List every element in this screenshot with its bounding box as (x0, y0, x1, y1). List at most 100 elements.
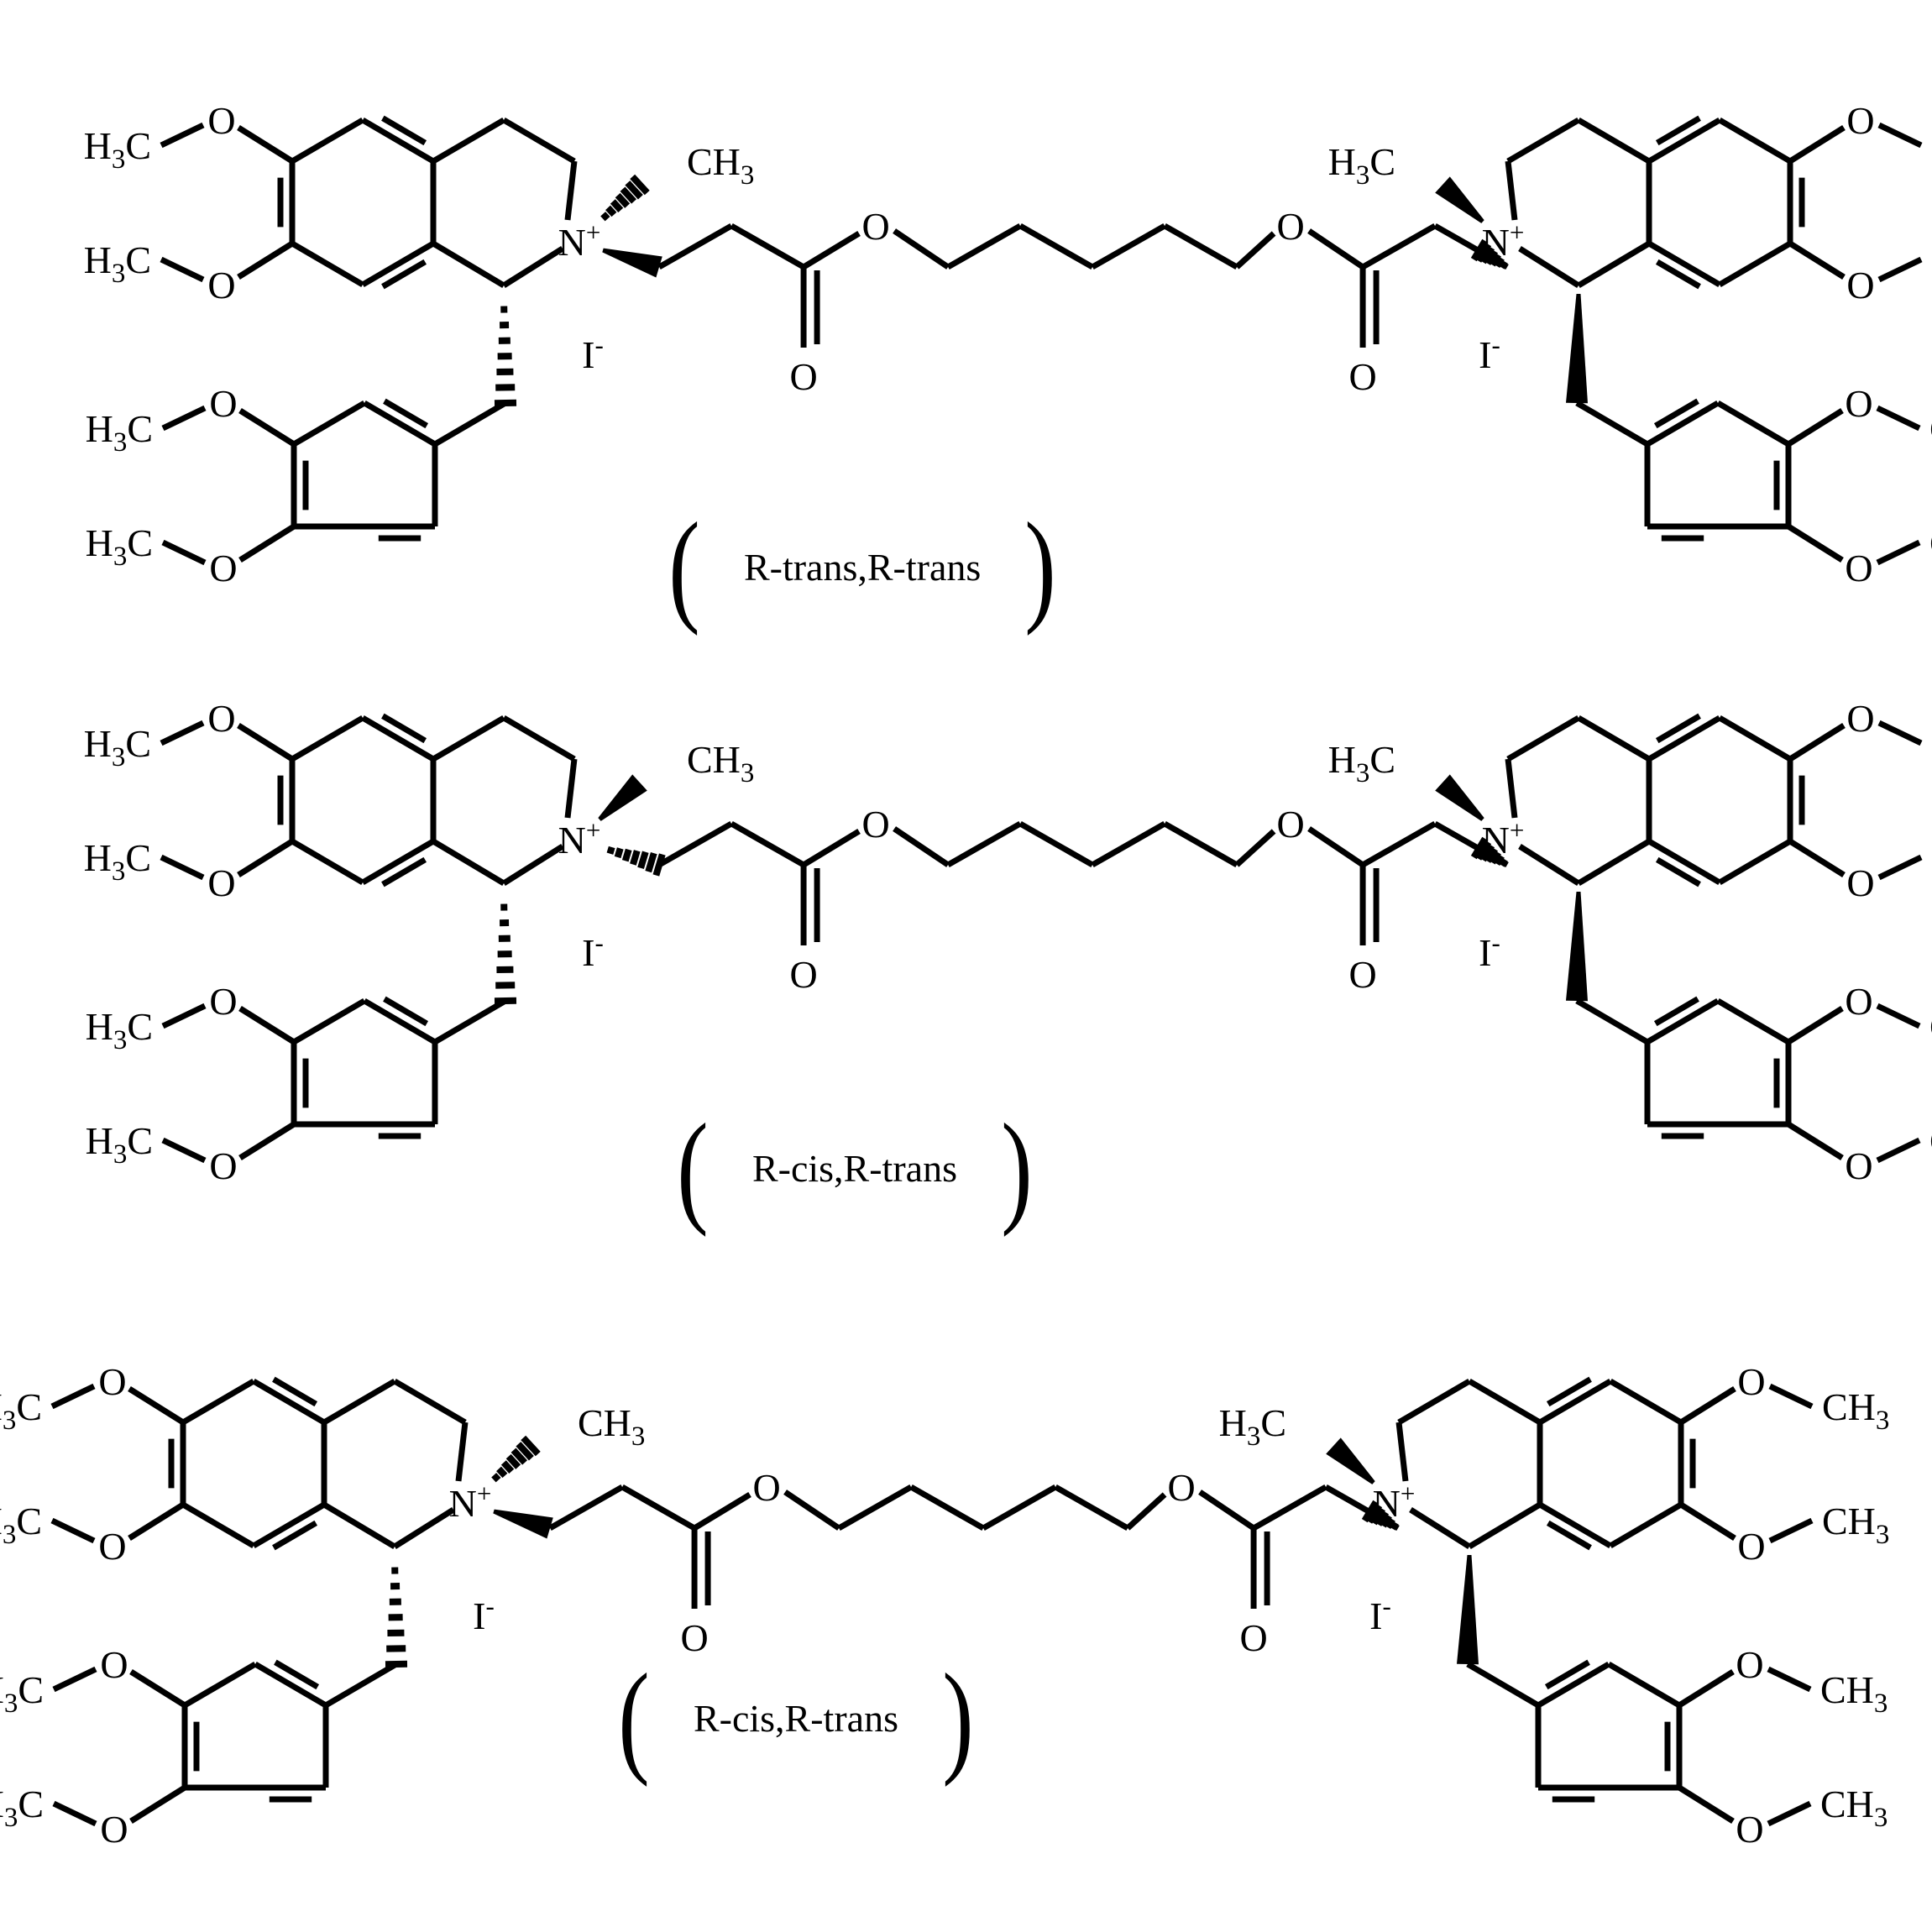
bond-line (982, 1484, 1057, 1531)
bond-line (183, 1661, 257, 1709)
ester-oxygen: O (1276, 803, 1304, 846)
bond-line (291, 117, 364, 165)
open-paren: ( (668, 497, 700, 636)
bond-line (432, 117, 505, 165)
bond-line (1518, 246, 1580, 288)
bond-line (620, 1484, 696, 1531)
hashed-bond (494, 306, 517, 407)
n-methyl-label: H3C (1219, 1401, 1286, 1452)
bond-line (1655, 259, 1701, 290)
bond-line (1091, 223, 1166, 270)
bond-line (292, 400, 366, 448)
bond-line (1788, 839, 1846, 877)
bond-line (730, 820, 805, 868)
bond-line (1877, 256, 1923, 283)
methoxy-oxygen: O (1736, 1808, 1763, 1851)
bond-line (1518, 844, 1580, 886)
bond-line (502, 844, 564, 886)
methoxy-oxygen: O (207, 697, 235, 740)
bond-line (946, 223, 1022, 270)
bond-line (291, 715, 364, 762)
wedge-bond (1457, 1554, 1479, 1665)
close-paren: ) (1001, 1098, 1033, 1238)
carbonyl-oxygen: O (1348, 355, 1376, 398)
bond-line (909, 1484, 985, 1531)
bond-line (1876, 405, 1921, 432)
methoxy-methyl: H3C (86, 407, 153, 458)
bond-line (1768, 1383, 1814, 1410)
methoxy-oxygen: O (207, 264, 235, 306)
bond-line (1395, 1422, 1409, 1482)
bond-line (361, 715, 435, 762)
methoxy-oxygen: O (1846, 264, 1874, 306)
wedge-bond (1435, 176, 1484, 223)
bond-line (1397, 1378, 1471, 1426)
wedge-bond (602, 248, 662, 278)
bond-line (1466, 1661, 1540, 1709)
bond-line (238, 408, 296, 447)
wedge-bond (1435, 774, 1484, 821)
bond-line (237, 723, 294, 762)
methoxy-methyl: CH3 (1820, 1783, 1887, 1833)
bond-line (1537, 1661, 1610, 1709)
bond-line (1655, 115, 1701, 146)
bond-line (381, 713, 427, 744)
bond-line (393, 1507, 455, 1549)
methoxy-oxygen: O (1736, 1643, 1763, 1686)
stereo-descriptor-text: R-cis,R-trans (751, 1147, 957, 1190)
methoxy-oxygen: O (1846, 99, 1874, 142)
bond-line (1234, 231, 1276, 270)
methoxy-oxygen: O (209, 547, 237, 589)
bond-line (1538, 1501, 1612, 1549)
bond-line (1655, 856, 1701, 887)
bond-line (237, 125, 294, 164)
bond-line (893, 826, 950, 867)
n-methyl-label: CH3 (687, 140, 754, 191)
structure-2-stereo-label: (R-cis,R-trans) (672, 1098, 1038, 1238)
bond-line (1198, 1490, 1256, 1531)
bond-line (1767, 1666, 1812, 1693)
bond-line (1544, 1659, 1590, 1690)
hashed-bond (606, 846, 666, 877)
bond-line (238, 524, 296, 563)
bond-line (1876, 1137, 1921, 1164)
quaternary-nitrogen: N+ (558, 815, 601, 861)
bond-line (1716, 400, 1790, 448)
bond-line (455, 1422, 469, 1482)
methoxy-methyl: H3C (84, 836, 151, 887)
close-paren: ) (1024, 497, 1057, 636)
bond-line (1577, 117, 1651, 165)
bond-line (361, 240, 435, 288)
bond-line (160, 854, 205, 881)
bond-line (381, 259, 427, 290)
carbonyl-oxygen: O (1239, 1616, 1267, 1659)
bond-line (1718, 838, 1792, 886)
methoxy-methyl: H3C (84, 124, 151, 175)
bond-line (657, 223, 733, 270)
hashed-bond (385, 1567, 408, 1668)
bond-line (502, 117, 576, 165)
bond-line (383, 398, 429, 429)
methoxy-methyl: CH3 (1820, 1668, 1887, 1719)
bond-line (363, 400, 437, 448)
stereo-descriptor-text: R-trans,R-trans (743, 546, 982, 589)
methoxy-oxygen: O (1845, 547, 1872, 589)
bond-line (946, 820, 1022, 868)
bond-line (1788, 241, 1846, 280)
bond-line (160, 256, 205, 283)
hashed-bond (1361, 1500, 1399, 1531)
methoxy-oxygen: O (100, 1808, 128, 1851)
bond-line (1716, 997, 1790, 1045)
bond-line (1577, 240, 1651, 289)
methoxy-oxygen: O (1737, 1525, 1765, 1568)
bond-line (1433, 820, 1509, 868)
iodide-counterion: I- (1479, 928, 1500, 974)
bond-line (383, 996, 429, 1027)
bond-line (160, 720, 205, 746)
ester-oxygen: O (1276, 205, 1304, 248)
wedge-bond (1566, 293, 1588, 404)
ester-oxygen: O (861, 803, 889, 846)
bond-line (1718, 117, 1792, 165)
methoxy-oxygen: O (1846, 861, 1874, 904)
bond-line (237, 241, 294, 280)
